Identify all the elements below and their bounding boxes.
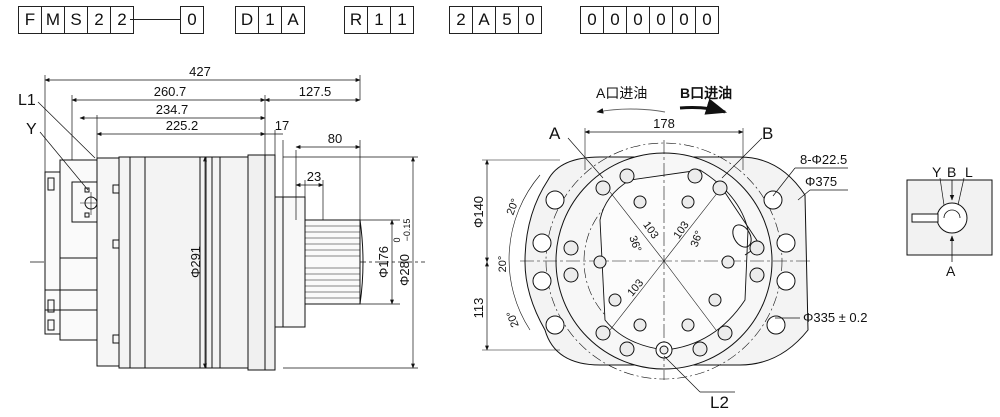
dim-225-2: 225.2 (166, 118, 199, 133)
code-char: 0 (604, 7, 627, 33)
bolt-heads (563, 168, 765, 359)
code-char: M (42, 7, 65, 33)
port-b-label: B口进油 (680, 85, 732, 101)
side-view (30, 75, 425, 371)
dia-375: Φ375 (805, 174, 837, 189)
code-char: 0 (581, 7, 604, 33)
code-group: 0 (180, 6, 204, 34)
code-char: 1 (368, 7, 391, 33)
dim-113: 113 (471, 298, 486, 319)
code-char: 2 (117, 10, 127, 29)
code-char: A (287, 10, 299, 29)
code-char: 0 (702, 10, 712, 29)
holes-spec: 8-Φ22.5 (800, 152, 847, 167)
mounting-hole (545, 315, 565, 335)
mounting-hole (776, 233, 796, 253)
dia-176: Φ176 (376, 246, 391, 278)
symbol-label-A: A (946, 263, 956, 279)
dia-291: Φ291 (188, 246, 203, 278)
arrow-port-a (596, 108, 666, 114)
tol-lower: −0.15 (402, 219, 412, 242)
mounting-hole (532, 233, 552, 253)
main-housing (205, 156, 249, 369)
code-char: S (65, 7, 88, 33)
mounting-hole (763, 190, 783, 210)
code-dash (130, 19, 180, 20)
spigot (274, 196, 284, 328)
leader-B (721, 137, 763, 179)
dim-260-7: 260.7 (154, 84, 187, 99)
port-a-label: A口进油 (596, 85, 647, 101)
leader-holes (772, 167, 796, 197)
symbol-label-B: B (947, 164, 956, 180)
dia-140: Φ140 (471, 196, 486, 228)
code-char: 1 (397, 10, 407, 29)
front-view (482, 98, 848, 393)
code-char: 0 (650, 7, 673, 33)
code-char: 0 (187, 10, 197, 29)
symbol-label-L: L (965, 164, 973, 180)
label-B: B (762, 124, 773, 143)
tol-upper: 0 (392, 237, 402, 242)
angle-arc (508, 174, 541, 331)
port-symbol-text: Y B L A (932, 164, 973, 279)
mounting-hole (776, 271, 796, 291)
label-Y: Y (26, 121, 37, 138)
dim-427: 427 (189, 64, 211, 79)
symbol-label-Y: Y (932, 164, 942, 180)
mounting-hole (532, 271, 552, 291)
code-char: 2 (88, 7, 111, 33)
port-symbol (906, 177, 993, 262)
dim-17: 17 (275, 118, 289, 133)
leader-L2 (663, 355, 701, 393)
arrow-port-b (679, 98, 728, 115)
cylinder-block (118, 156, 207, 369)
code-char: 2 (450, 7, 473, 33)
dim-234-7: 234.7 (156, 102, 189, 117)
code-char: 0 (627, 7, 650, 33)
mounting-hole (766, 315, 786, 335)
port-symbol-circle (936, 202, 968, 234)
label-A: A (549, 124, 561, 143)
label-L2: L2 (710, 393, 729, 412)
mounting-holes (532, 190, 796, 335)
dia-335: Φ335 ± 0.2 (803, 310, 868, 325)
angle-36-left: 36° (626, 234, 643, 254)
angle-20-top: 20° (505, 197, 522, 217)
code-char: R (345, 7, 368, 33)
splined-shaft (304, 219, 361, 305)
mounting-hole (545, 190, 565, 210)
dim-80: 80 (328, 131, 342, 146)
side-view-text: 427 260.7 127.5 234.7 225.2 17 80 23 Φ29… (18, 64, 412, 286)
dim-178: 178 (653, 116, 675, 131)
code-char: D (236, 7, 259, 33)
angle-36-right: 36° (689, 229, 706, 249)
angle-20-mid: 20° (497, 256, 509, 273)
leader-phi375 (797, 189, 811, 201)
dim-127-5: 127.5 (299, 84, 332, 99)
code-char: 1 (259, 7, 282, 33)
mounting-flange (247, 154, 276, 371)
leader-Y (39, 131, 89, 191)
code-char: F (19, 7, 42, 33)
code-char: 5 (496, 7, 519, 33)
dim-23: 23 (307, 169, 321, 184)
code-char: 0 (673, 7, 696, 33)
label-L1: L1 (18, 92, 36, 109)
code-char: 0 (525, 10, 535, 29)
dia-280: Φ280 (397, 254, 412, 286)
leader-L1 (37, 101, 96, 159)
leader-A (567, 137, 604, 179)
code-char: A (473, 7, 496, 33)
angle-20-bottom: 20° (505, 309, 522, 329)
